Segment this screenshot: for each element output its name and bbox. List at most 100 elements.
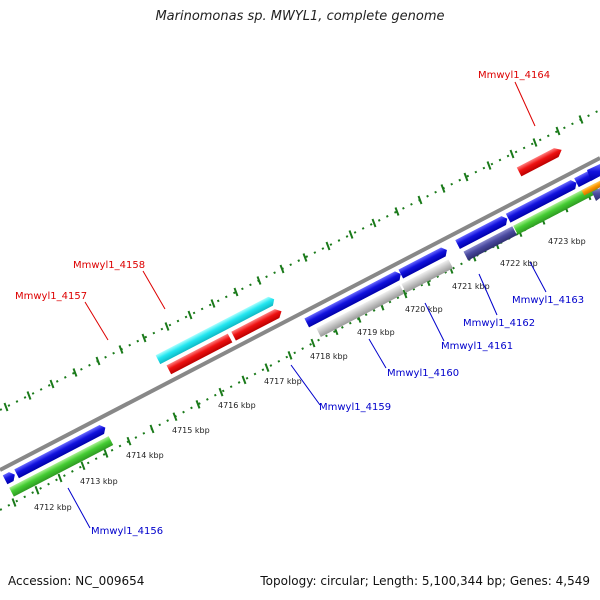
kbp-label: 4721 kbp <box>452 282 490 291</box>
kbp-label: 4714 kbp <box>126 451 164 460</box>
tick-mark <box>95 356 101 366</box>
gene-label-4162: Mmwyl1_4162 <box>463 318 535 329</box>
tick-mark <box>118 345 124 354</box>
leader-4162 <box>478 273 498 316</box>
gene-4162-track <box>513 183 600 235</box>
gene-edge-cds <box>587 164 600 181</box>
tick-mark <box>417 195 423 205</box>
tick-mark <box>348 230 354 239</box>
gene-4163-track <box>581 176 600 196</box>
tick-mark <box>172 412 178 422</box>
tick-mark <box>103 449 109 458</box>
tick-mark <box>210 299 216 308</box>
gene-label-4160: Mmwyl1_4160 <box>387 368 459 379</box>
kbp-label: 4716 kbp <box>218 401 256 410</box>
tick-mark <box>34 485 40 495</box>
gene-4160-cds <box>398 247 447 279</box>
kbp-label: 4719 kbp <box>357 328 395 337</box>
tick-mark <box>310 338 316 348</box>
tick-mark <box>402 289 408 299</box>
leader-4156 <box>67 487 91 529</box>
kbp-label: 4723 kbp <box>548 237 586 246</box>
gene-4156-track <box>9 436 114 497</box>
leader-4158 <box>142 270 166 310</box>
gene-4160-track <box>401 259 454 293</box>
leader-4157 <box>84 301 109 341</box>
gene-label-4156: Mmwyl1_4156 <box>91 526 163 537</box>
genome-title: Marinomonas sp. MWYL1, complete genome <box>155 9 445 24</box>
tick-mark <box>394 207 400 216</box>
tick-mark <box>195 400 201 409</box>
tick-mark <box>279 264 285 274</box>
tick-mark <box>509 149 515 159</box>
outer-tick-ring <box>0 109 600 411</box>
kbp-label: 4722 kbp <box>500 259 538 268</box>
kbp-label: 4718 kbp <box>310 352 348 361</box>
gene-4158-cds <box>231 309 282 341</box>
leader-4164 <box>514 81 536 127</box>
tick-mark <box>264 363 270 372</box>
outer-major-ticks <box>3 115 584 412</box>
tick-mark <box>287 350 293 360</box>
leader-4160 <box>368 338 387 369</box>
tick-mark <box>555 126 561 136</box>
leader-4161 <box>424 302 445 342</box>
tick-mark <box>72 368 78 377</box>
tick-mark <box>3 402 9 412</box>
leader-4163 <box>529 261 547 293</box>
tick-mark <box>463 172 469 182</box>
tick-mark <box>218 387 224 397</box>
gene-4159-cds <box>304 271 401 328</box>
tick-mark <box>11 498 17 507</box>
gene-4156-cds-a <box>2 472 15 485</box>
gene-4161-cds <box>455 216 508 249</box>
gene-4164-cds <box>516 148 562 177</box>
tick-mark <box>26 391 32 400</box>
tick-mark <box>241 375 247 385</box>
gene-4158-rna <box>155 296 275 365</box>
gene-label-4158: Mmwyl1_4158 <box>73 260 145 271</box>
gene-4156-cds-b <box>14 425 106 479</box>
tick-mark <box>164 322 170 331</box>
inner-strand-features <box>2 163 600 497</box>
gene-label-4164: Mmwyl1_4164 <box>478 70 550 81</box>
tick-mark <box>532 138 538 147</box>
tick-mark <box>302 253 308 262</box>
outer-strand-features <box>155 148 562 375</box>
tick-mark <box>486 161 492 170</box>
gene-label-4163: Mmwyl1_4163 <box>512 295 584 306</box>
gene-4157-cds <box>166 333 233 375</box>
tick-mark <box>371 218 377 228</box>
kbp-axis-labels: 4712 kbp 4713 kbp 4714 kbp 4715 kbp 4716… <box>34 237 586 512</box>
accession-text: Accession: NC_009654 <box>8 574 145 588</box>
tick-mark <box>233 287 239 297</box>
tick-mark <box>80 461 86 471</box>
kbp-label: 4720 kbp <box>405 305 443 314</box>
tick-mark <box>440 184 446 193</box>
gene-4161-track <box>463 226 517 261</box>
kbp-label: 4717 kbp <box>264 377 302 386</box>
kbp-label: 4713 kbp <box>80 477 118 486</box>
gene-labels: Mmwyl1_4164 Mmwyl1_4158 Mmwyl1_4157 Mmwy… <box>15 70 584 537</box>
tick-mark <box>57 473 63 483</box>
tick-mark <box>126 436 132 446</box>
label-leader-lines <box>67 81 547 529</box>
kbp-label: 4712 kbp <box>34 503 72 512</box>
tick-mark <box>187 310 193 320</box>
gene-label-4161: Mmwyl1_4161 <box>441 341 513 352</box>
tick-mark <box>325 241 331 251</box>
tick-mark <box>578 115 584 124</box>
genome-backbone <box>0 156 600 472</box>
gene-4162-cds <box>505 180 577 223</box>
gene-edge-track <box>592 188 600 201</box>
leader-4159 <box>290 364 321 406</box>
tick-mark <box>149 424 155 434</box>
tick-mark <box>141 333 147 343</box>
kbp-label: 4715 kbp <box>172 426 210 435</box>
gene-4159-track <box>316 284 405 338</box>
tick-mark <box>256 276 262 285</box>
tick-mark <box>49 379 55 389</box>
gene-label-4159: Mmwyl1_4159 <box>319 402 391 413</box>
gene-label-4157: Mmwyl1_4157 <box>15 291 87 302</box>
